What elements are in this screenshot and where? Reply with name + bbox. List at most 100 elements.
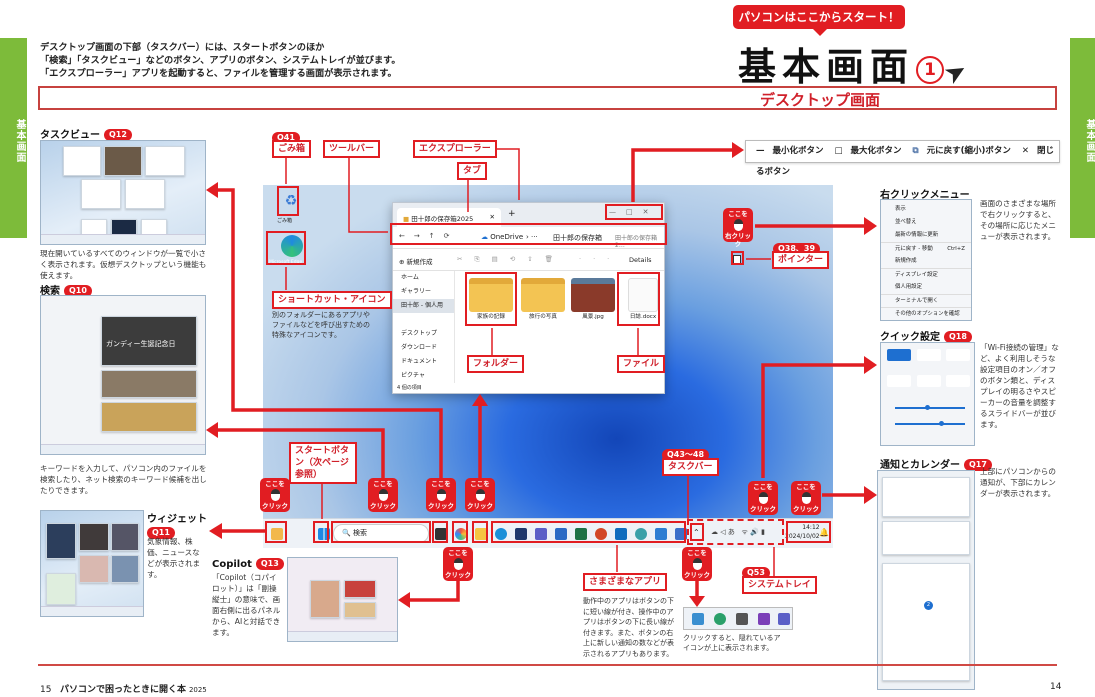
search-caption: キーワードを入力して、パソコン内のファイルを検索したり、ネット検索のキーワード候…	[40, 464, 207, 495]
callout-recycle-bin: ごみ箱	[272, 140, 312, 158]
callout-system-tray: システムトレイ	[742, 576, 817, 594]
apps-caption: 動作中のアプリはボタンの下に短い線が付き、操作中のアプリはボタンの下に長い線が付…	[583, 597, 674, 658]
q-badge: Q18	[944, 331, 972, 343]
callout-tab: タブ	[457, 162, 488, 180]
taskview-icon[interactable]	[435, 528, 447, 540]
window-controls[interactable]: —□✕	[609, 208, 659, 216]
search-screenshot: ガンディー生誕記念日	[40, 295, 206, 455]
click-badge: ここをクリック	[260, 478, 290, 512]
callout-taskbar: タスクバー	[662, 458, 719, 476]
quick-settings-caption: 「Wi-Fi接続の管理」など、よく利用しそうな設定項目のオン／オフのボタン類と、…	[980, 343, 1059, 429]
taskview-screenshot	[40, 140, 206, 245]
close-icon: ✕	[1021, 146, 1029, 156]
intro-text: デスクトップ画面の下部（タスクバー）には、スタートボタンのほか「検索」「タスクビ…	[40, 42, 401, 79]
new-button[interactable]: ⊕ 新規作成	[399, 258, 433, 266]
edge-shortcut-icon[interactable]	[281, 235, 303, 257]
tray-icons[interactable]: ☁ ◁ あ ᯤ 🔊 ▮	[711, 528, 765, 536]
maximize-icon: □	[834, 146, 843, 156]
details-button[interactable]: Details	[629, 256, 652, 264]
click-badge: ここをクリック	[368, 478, 398, 512]
click-badge: ここをクリック	[682, 547, 712, 581]
widget-icon[interactable]	[271, 528, 283, 540]
image-file-item[interactable]: 風景.jpg	[569, 278, 617, 320]
q-badge: Q11	[147, 526, 175, 539]
new-tab-button[interactable]: +	[508, 209, 516, 219]
app-icon[interactable]	[515, 528, 527, 540]
rightmenu-caption: 画面のさまざまな場所で右クリックすると、その場所に応じたメニューが表示されます。	[980, 199, 1056, 241]
q-badge: Q13	[255, 558, 284, 570]
nav-buttons[interactable]: ←→↑⟳	[399, 232, 459, 240]
tool-icon[interactable]	[655, 528, 667, 540]
widget-screenshot	[40, 510, 144, 617]
toolbar: ⊕ 新規作成 ✂⎘▤⟲⇪🗑 ··· Details	[393, 249, 664, 271]
brightness-slider[interactable]	[895, 405, 965, 410]
copilot-icon[interactable]	[455, 528, 467, 540]
q-badge: Q17	[964, 459, 992, 471]
side-tab-left: 基本画面	[0, 38, 27, 238]
copilot-caption: 「Copilot（コパイロット）」は「副操縦士」の意味で、画面右側に出るパネルか…	[212, 573, 281, 637]
bell-icon[interactable]: 🔔	[819, 528, 829, 537]
callout-explorer: エクスプローラー	[413, 140, 497, 158]
search-field[interactable]: 田十郎の保存箱2…	[615, 235, 658, 249]
click-badge: ここをクリック	[748, 481, 778, 515]
callout-folder: フォルダー	[467, 355, 525, 373]
address-bar: ←→↑⟳ ☁ OneDrive › ··· 田十郎の保存箱 田十郎の保存箱2…	[393, 227, 664, 249]
q-badge: Q10	[64, 285, 92, 297]
taskview-caption: 現在開いているすべてのウィンドウが一覧で小さく表示されます。仮想デスクトップとい…	[40, 249, 207, 280]
widget-label: ウィジェット	[147, 514, 207, 525]
close-tab-icon: ✕	[489, 213, 495, 221]
callout-toolbar: ツールバー	[323, 140, 381, 158]
footer-rule	[38, 664, 1057, 666]
minimize-icon: —	[756, 146, 765, 156]
right-click-badge: ここを右クリック	[723, 208, 753, 248]
outlook-icon[interactable]	[615, 528, 627, 540]
window-buttons-legend: —最小化ボタン □最大化ボタン ⧉元に戻す(縮小)ボタン ✕閉じるボタン	[745, 140, 1060, 177]
powerpoint-icon[interactable]	[595, 528, 607, 540]
document-file-item[interactable]: 日誌.docx	[619, 278, 667, 320]
callout-pointer: ポインター	[772, 251, 830, 269]
edge-icon[interactable]	[495, 528, 507, 540]
tab-explorer[interactable]: ■ 田十郎の保存箱2025 ✕	[397, 208, 501, 227]
word-icon[interactable]	[555, 528, 567, 540]
rightmenu-label: 右クリックメニュー	[880, 190, 970, 201]
toolbar-icons[interactable]: ✂⎘▤⟲⇪🗑 ···	[457, 255, 622, 263]
volume-slider[interactable]	[895, 421, 965, 426]
callout-shortcut: ショートカット・アイコン	[272, 291, 392, 309]
status-bar: 4 個の項目	[397, 385, 422, 391]
explorer-icon[interactable]	[475, 528, 487, 540]
click-badge: ここをクリック	[791, 481, 821, 515]
footer-right-page: 14	[1050, 682, 1062, 692]
shortcut-caption: 別のフォルダーにあるアプリやファイルなどを呼び出すための特殊なアイコンです。	[272, 311, 370, 339]
browser-icon[interactable]	[635, 528, 647, 540]
notify-caption: 上部にパソコンからの通知が、下部にカレンダーが表示されます。	[980, 467, 1056, 498]
widget-caption: 気象情報、株価、ニュースなどが表示されます。	[147, 537, 201, 579]
notification-calendar-screenshot: 2	[877, 470, 975, 690]
recycle-bin-icon[interactable]: ♻	[284, 193, 298, 209]
folder-item[interactable]: 家族の記録	[467, 278, 515, 320]
restore-icon: ⧉	[912, 146, 919, 156]
callout-apps: さまざまなアプリ	[583, 573, 668, 591]
hidden-icons-caption: クリックすると、隠れているアイコンが上に表示されます。	[683, 634, 781, 652]
callout-file: ファイル	[617, 355, 666, 373]
copilot-screenshot	[287, 557, 398, 642]
q-badge: Q12	[104, 129, 132, 141]
click-badge: ここをクリック	[426, 478, 456, 512]
callout-start: スタートボタン（次ページ参照）	[289, 442, 357, 484]
excel-icon[interactable]	[575, 528, 587, 540]
folder-item[interactable]: 旅行の写真	[519, 278, 567, 320]
quick-settings-screenshot	[880, 342, 975, 446]
section-box: デスクトップ画面	[38, 86, 1057, 110]
header-bubble: パソコンはここからスタート！	[733, 5, 905, 36]
teams-icon[interactable]	[535, 528, 547, 540]
q-badge: Q53	[742, 566, 770, 579]
chevron-up-icon[interactable]: ⌃	[693, 528, 700, 537]
